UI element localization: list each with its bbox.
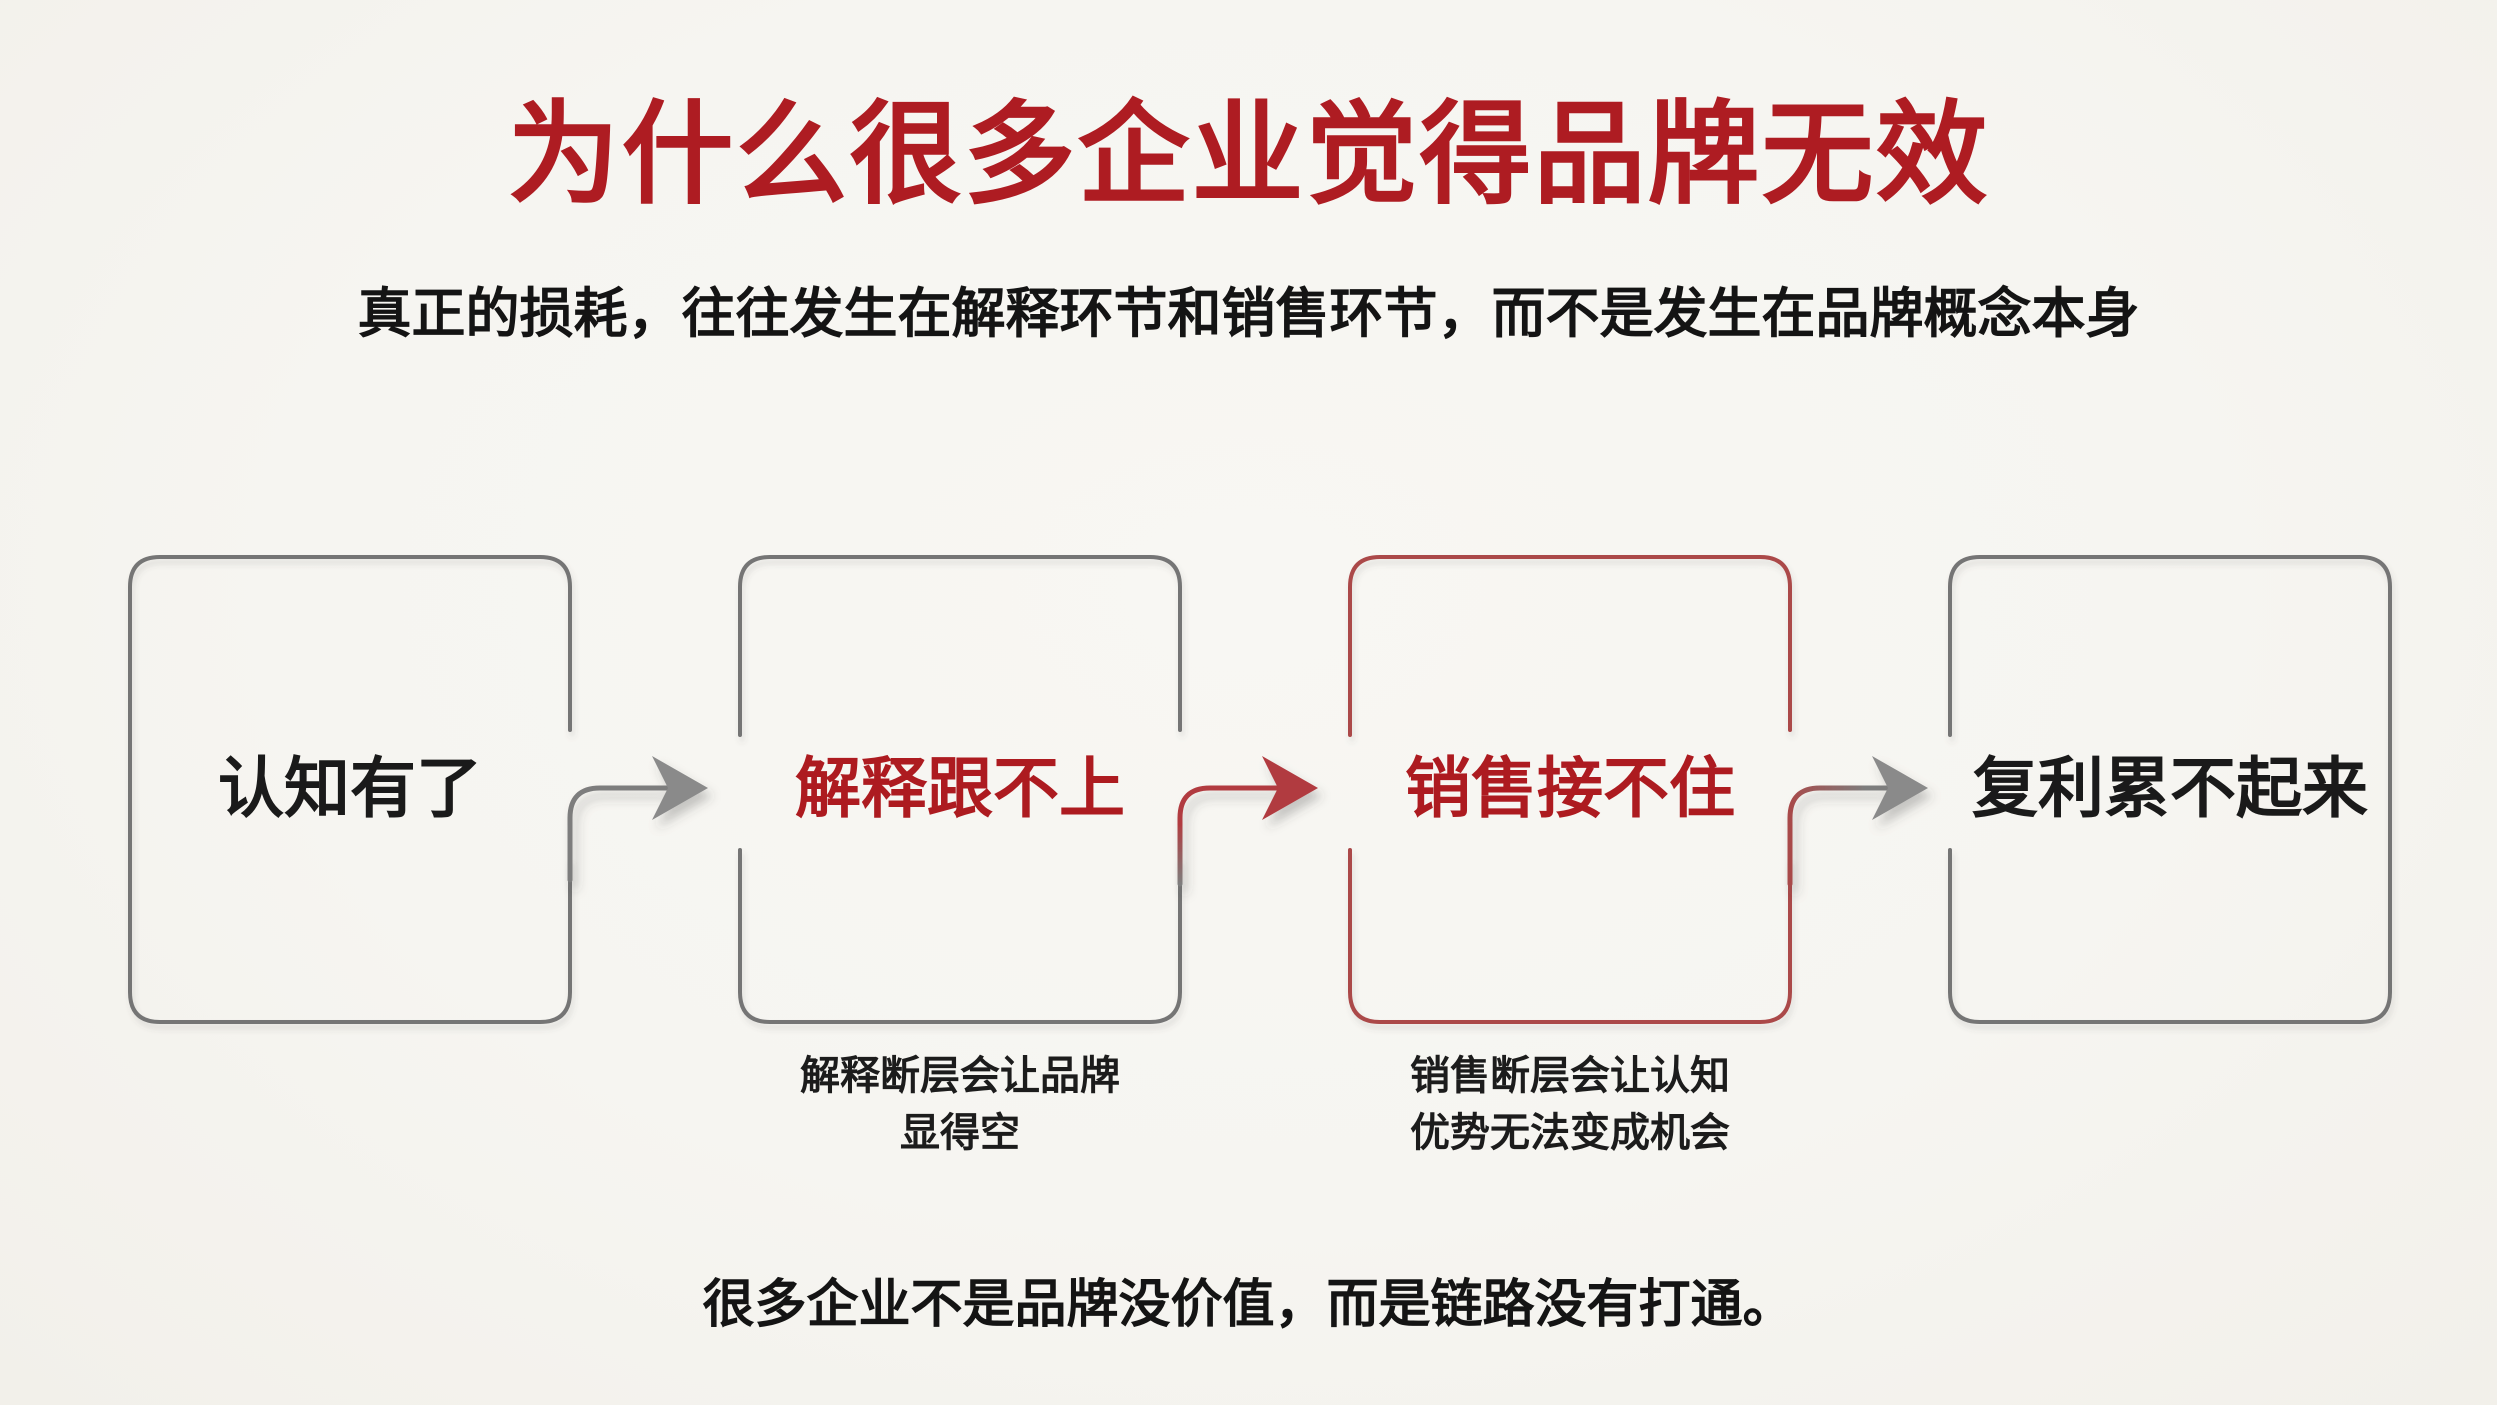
step-box-3-outline-bottom xyxy=(1348,848,1792,1024)
arrow-right-icon xyxy=(1262,756,1318,820)
arrow-right-icon xyxy=(1872,756,1928,820)
arrow-right-icon xyxy=(652,756,708,820)
conclusion-text: 很多企业不是品牌没价值，而是链路没有打通。 xyxy=(702,1276,1795,1334)
step-box-4-outline xyxy=(1948,555,2392,1024)
step-label-4: 复利累不起来 xyxy=(1972,751,2368,825)
page-subtitle: 真正的损耗，往往发生在解释环节和销售环节，而不是发生在品牌概念本身 xyxy=(357,284,2140,344)
step-box-2-outline-top xyxy=(738,555,1182,737)
step-label-3: 销售接不住 xyxy=(1405,751,1735,825)
arrow-3-gray xyxy=(1787,756,1928,887)
step-label-1: 认知有了 xyxy=(218,751,482,825)
step-caption-3: 销售断层会让认知 优势无法变成机会 xyxy=(1410,1054,1730,1155)
step-box-1-outline xyxy=(128,555,572,1024)
page-title: 为什么很多企业觉得品牌无效 xyxy=(507,92,1990,217)
step-box-3-outline-top xyxy=(1348,555,1792,737)
step-label-2: 解释跟不上 xyxy=(795,751,1125,825)
arrow-2-red xyxy=(1177,756,1318,887)
step-caption-2: 解释断层会让品牌 显得空 xyxy=(800,1054,1120,1155)
arrow-1-gray xyxy=(567,756,708,883)
step-box-2-outline-bottom xyxy=(738,848,1182,1024)
